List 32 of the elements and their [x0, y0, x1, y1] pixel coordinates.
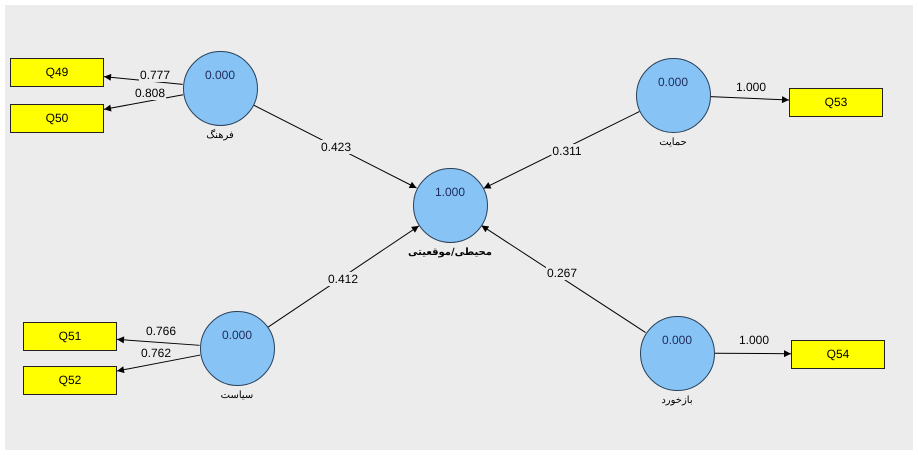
arrow	[714, 350, 792, 358]
edge-label: 0.766	[144, 324, 178, 338]
edge-label: 0.777	[138, 68, 172, 82]
arrow	[710, 96, 790, 104]
construct-value: 0.000	[220, 328, 254, 342]
edge-label: 1.000	[734, 80, 768, 94]
indicator-box: Q52	[23, 366, 117, 394]
arrow	[104, 94, 184, 112]
edge-label: 0.267	[546, 266, 578, 280]
construct-name: محیطی/موقعیتی	[408, 246, 492, 258]
construct-value: 1.000	[434, 184, 466, 198]
arrow	[116, 336, 200, 346]
indicator-box: Q51	[23, 322, 117, 350]
edge-label: 1.000	[738, 333, 770, 347]
edge-label: 0.311	[551, 144, 583, 158]
construct-name: سیاست	[220, 390, 254, 400]
construct-name: فرهنگ	[206, 130, 234, 140]
edge-label: 0.762	[140, 346, 172, 360]
edge-label: 0.808	[134, 86, 166, 100]
construct-name: حمایت	[659, 136, 687, 148]
indicator-box: Q54	[791, 340, 885, 368]
arrow	[116, 354, 201, 374]
construct-value: 0.000	[204, 68, 236, 82]
arrow	[480, 224, 646, 334]
indicator-box: Q50	[10, 104, 104, 132]
indicator-box: Q49	[10, 58, 104, 86]
indicator-box: Q53	[789, 88, 883, 116]
edge-label: 0.412	[326, 272, 360, 286]
construct-value: 0.000	[660, 332, 694, 346]
edge-label: 0.423	[320, 140, 352, 154]
construct-name: بازخورد	[661, 394, 693, 406]
construct-value: 0.000	[656, 74, 690, 88]
